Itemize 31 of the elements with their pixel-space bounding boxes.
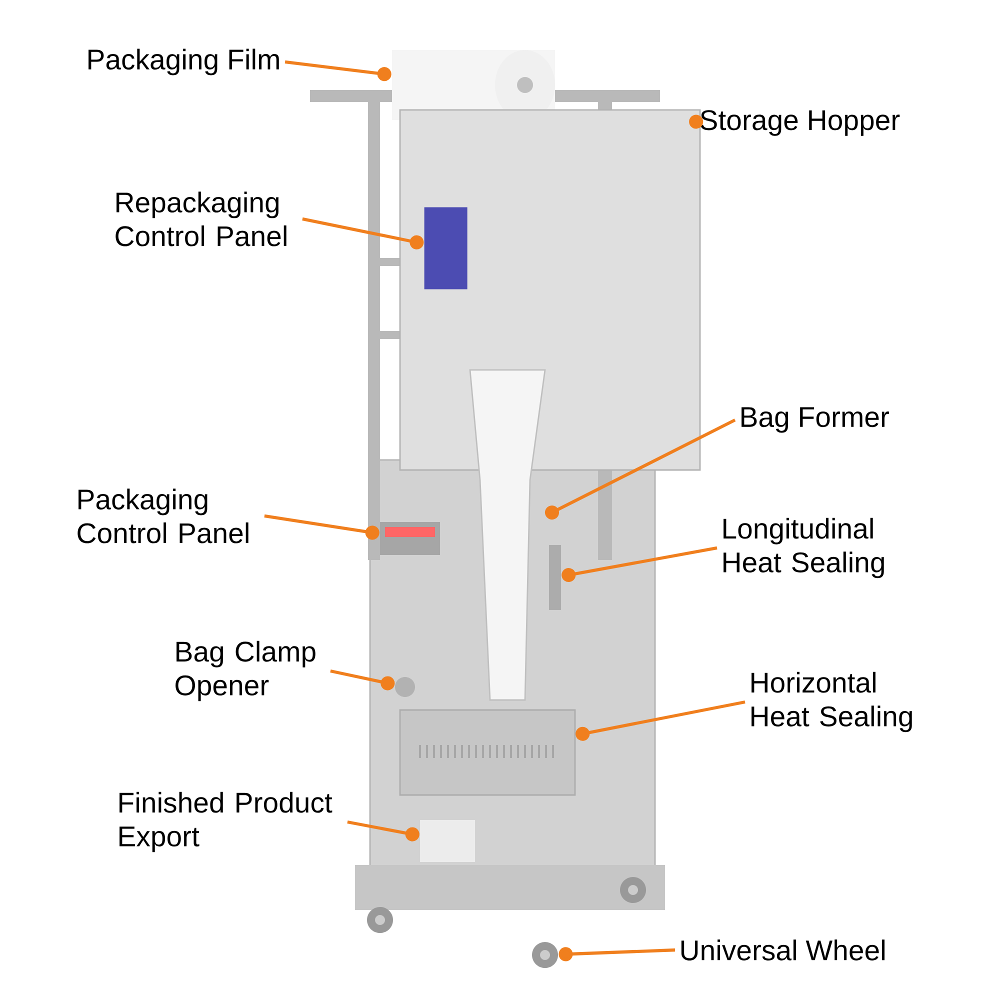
- leader-line: [264, 514, 380, 540]
- control-panel: [424, 207, 468, 290]
- leader-line: [558, 947, 676, 962]
- leader-line: [562, 546, 718, 582]
- leader-line: [284, 60, 392, 82]
- control-panel: [380, 522, 440, 555]
- wheel: [367, 907, 393, 933]
- part-label: Repackaging Control Panel: [116, 192, 286, 246]
- hopper-box: [399, 109, 701, 471]
- leader-line: [330, 669, 395, 690]
- leader-line: [576, 700, 746, 741]
- part-label: Packaging Film: [88, 48, 279, 76]
- wheel: [620, 877, 646, 903]
- part-label: Bag Clamp Opener: [176, 640, 316, 702]
- leader-line: [302, 217, 424, 250]
- part-label: Universal Wheel: [681, 940, 885, 960]
- sealer-box: [399, 709, 576, 796]
- leader-line: [544, 418, 736, 520]
- part-label: Packaging Control Panel: [78, 488, 248, 544]
- leader-line: [689, 114, 704, 129]
- part-label: Longitudinal Heat Sealing: [724, 518, 884, 578]
- sealing-bar: [549, 544, 562, 610]
- part-label: Storage Hopper: [700, 110, 900, 136]
- bag-former: [469, 369, 546, 701]
- discharge-chute: [420, 820, 476, 862]
- knob: [395, 676, 416, 697]
- wheel: [532, 942, 558, 968]
- part-label: Bag Former: [742, 407, 889, 433]
- part-label: Finished Product Export: [120, 792, 332, 852]
- leader-line: [347, 820, 420, 842]
- part-label: Horizontal Heat Sealing: [752, 672, 912, 732]
